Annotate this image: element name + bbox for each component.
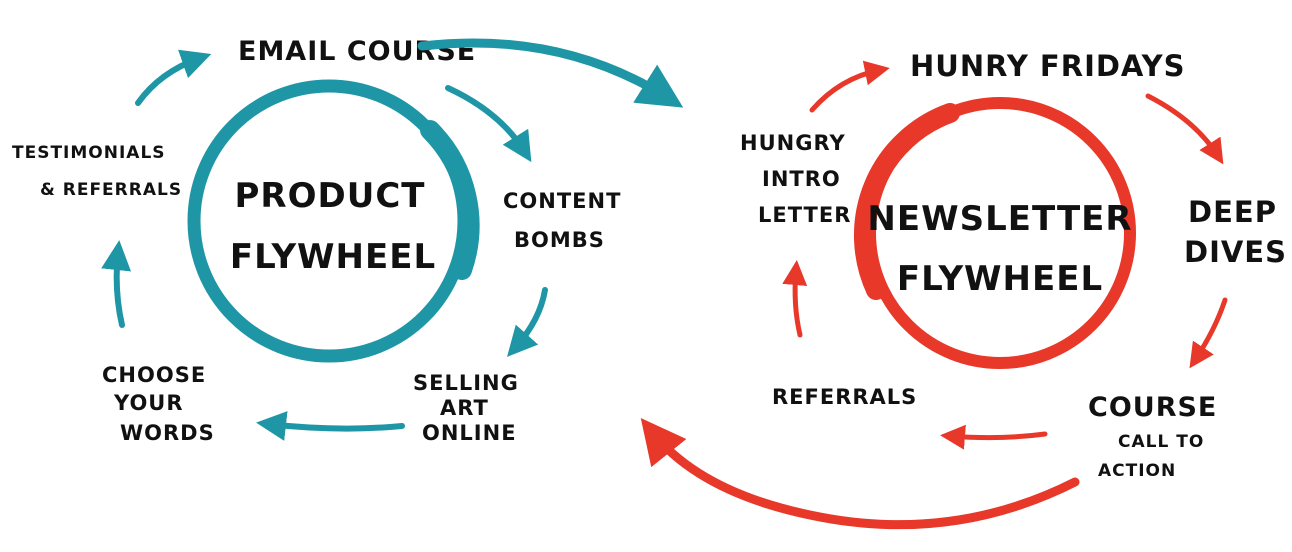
arrow-newsletter-to-product [640, 417, 1080, 530]
node-testimonials-line1: TESTIMONIALS [12, 143, 166, 163]
arrow-content-to-selling [507, 287, 548, 357]
node-course-line1: COURSE [1088, 392, 1217, 423]
arrow-referrals-to-intro [782, 260, 808, 338]
node-intro-line3: LETTER [758, 203, 851, 227]
node-course-line2: CALL TO [1118, 432, 1204, 452]
node-choose-line2: YOUR [113, 391, 184, 415]
node-content-bombs-line1: CONTENT [503, 189, 621, 213]
node-course-line3: ACTION [1098, 461, 1176, 481]
arrow-course-to-referrals [940, 424, 1048, 450]
newsletter-ring-thick-segment [853, 103, 960, 300]
node-selling-line2: ART [440, 396, 489, 420]
newsletter-hub-label-line2: FLYWHEEL [897, 259, 1103, 299]
node-selling-line1: SELLING [413, 371, 519, 395]
product-hub-label-line2: FLYWHEEL [230, 237, 436, 277]
arrow-fridays-to-deep [1145, 93, 1224, 165]
arrow-intro-to-fridays [809, 60, 890, 113]
arrow-email-to-content [445, 85, 532, 163]
node-content-bombs-line2: BOMBS [514, 228, 605, 252]
node-selling-line3: ONLINE [422, 421, 517, 445]
node-testimonials-line2: & REFERRALS [40, 180, 182, 200]
node-hunry-fridays: HUNRY FRIDAYS [910, 49, 1186, 83]
product-hub-label-line1: PRODUCT [235, 176, 426, 216]
node-choose-line1: CHOOSE [102, 363, 206, 387]
product-flywheel: PRODUCT FLYWHEEL EMAIL COURSE CONTENT BO… [12, 36, 621, 445]
node-intro-line1: HUNGRY [740, 131, 846, 155]
node-deep-dives-line2: DIVES [1184, 235, 1287, 269]
newsletter-hub-label-line1: NEWSLETTER [867, 199, 1132, 239]
product-ring-thick-segment [420, 120, 480, 280]
node-choose-line3: WORDS [120, 421, 215, 445]
node-deep-dives-line1: DEEP [1188, 195, 1277, 229]
arrow-deep-to-course [1189, 297, 1228, 369]
arrow-testimonials-to-email [135, 49, 212, 106]
node-referrals: REFERRALS [772, 385, 917, 409]
node-intro-line2: INTRO [762, 167, 841, 191]
arrow-choose-to-testimonials [101, 240, 132, 328]
arrow-selling-to-choose [256, 411, 405, 441]
newsletter-flywheel: NEWSLETTER FLYWHEEL HUNRY FRIDAYS DEEP D… [740, 49, 1287, 481]
arrow-product-to-newsletter [417, 38, 684, 108]
